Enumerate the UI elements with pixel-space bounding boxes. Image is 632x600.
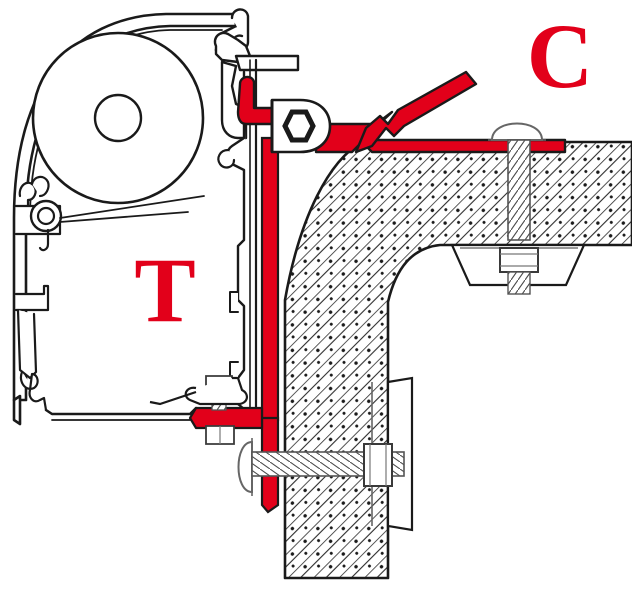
awning-fabric-tangent-upper (59, 195, 205, 219)
roof-bolt-thread-tail (507, 271, 531, 295)
roof-bolt-nut-chamfer (500, 253, 538, 267)
wall-bolt-group (237, 376, 414, 532)
rear-rail-second-hook (213, 31, 252, 64)
roof-bolt-nut (499, 247, 539, 273)
label-c: C (527, 5, 593, 107)
hex-nut-upper-hex (282, 109, 316, 143)
awning-case-group (12, 12, 238, 426)
rail-clip-tail (149, 390, 197, 406)
awning-mid-web (14, 284, 50, 312)
rear-rail-notch (229, 291, 239, 313)
roof-bolt-head (490, 122, 544, 141)
awning-fabric-tangent-lower (59, 211, 189, 223)
bracket-vertical-column (260, 136, 280, 422)
label-t: T (134, 239, 195, 341)
rear-rail-clip-mid (217, 148, 236, 169)
awning-pivot-boss-inner (36, 206, 56, 226)
wall-bolt-nut (363, 443, 393, 487)
awning-lower-blade (16, 308, 38, 380)
hex-nut-upper-group (270, 98, 332, 154)
awning-pivot-tail (38, 228, 50, 252)
roller-drum-group (31, 31, 205, 205)
bracket-lower-flange (188, 406, 264, 430)
awning-bottom-hook (19, 370, 54, 416)
roller-drum-hub (93, 93, 143, 143)
bracket-lever-arrow (354, 70, 478, 154)
wall-bolt-nut-chamfer (369, 444, 387, 486)
rail-screw-group (149, 375, 248, 445)
awning-front-rail (12, 394, 22, 426)
awning-left-hook-2 (30, 175, 50, 198)
wall-bolt-head (237, 440, 253, 494)
bracket-horizontal-arm (314, 110, 567, 154)
roof-bolt-group (450, 122, 586, 295)
rear-rail-upper-flange (234, 54, 300, 72)
rail-retaining-clip (184, 376, 248, 406)
roof-bolt-shank (507, 139, 531, 241)
